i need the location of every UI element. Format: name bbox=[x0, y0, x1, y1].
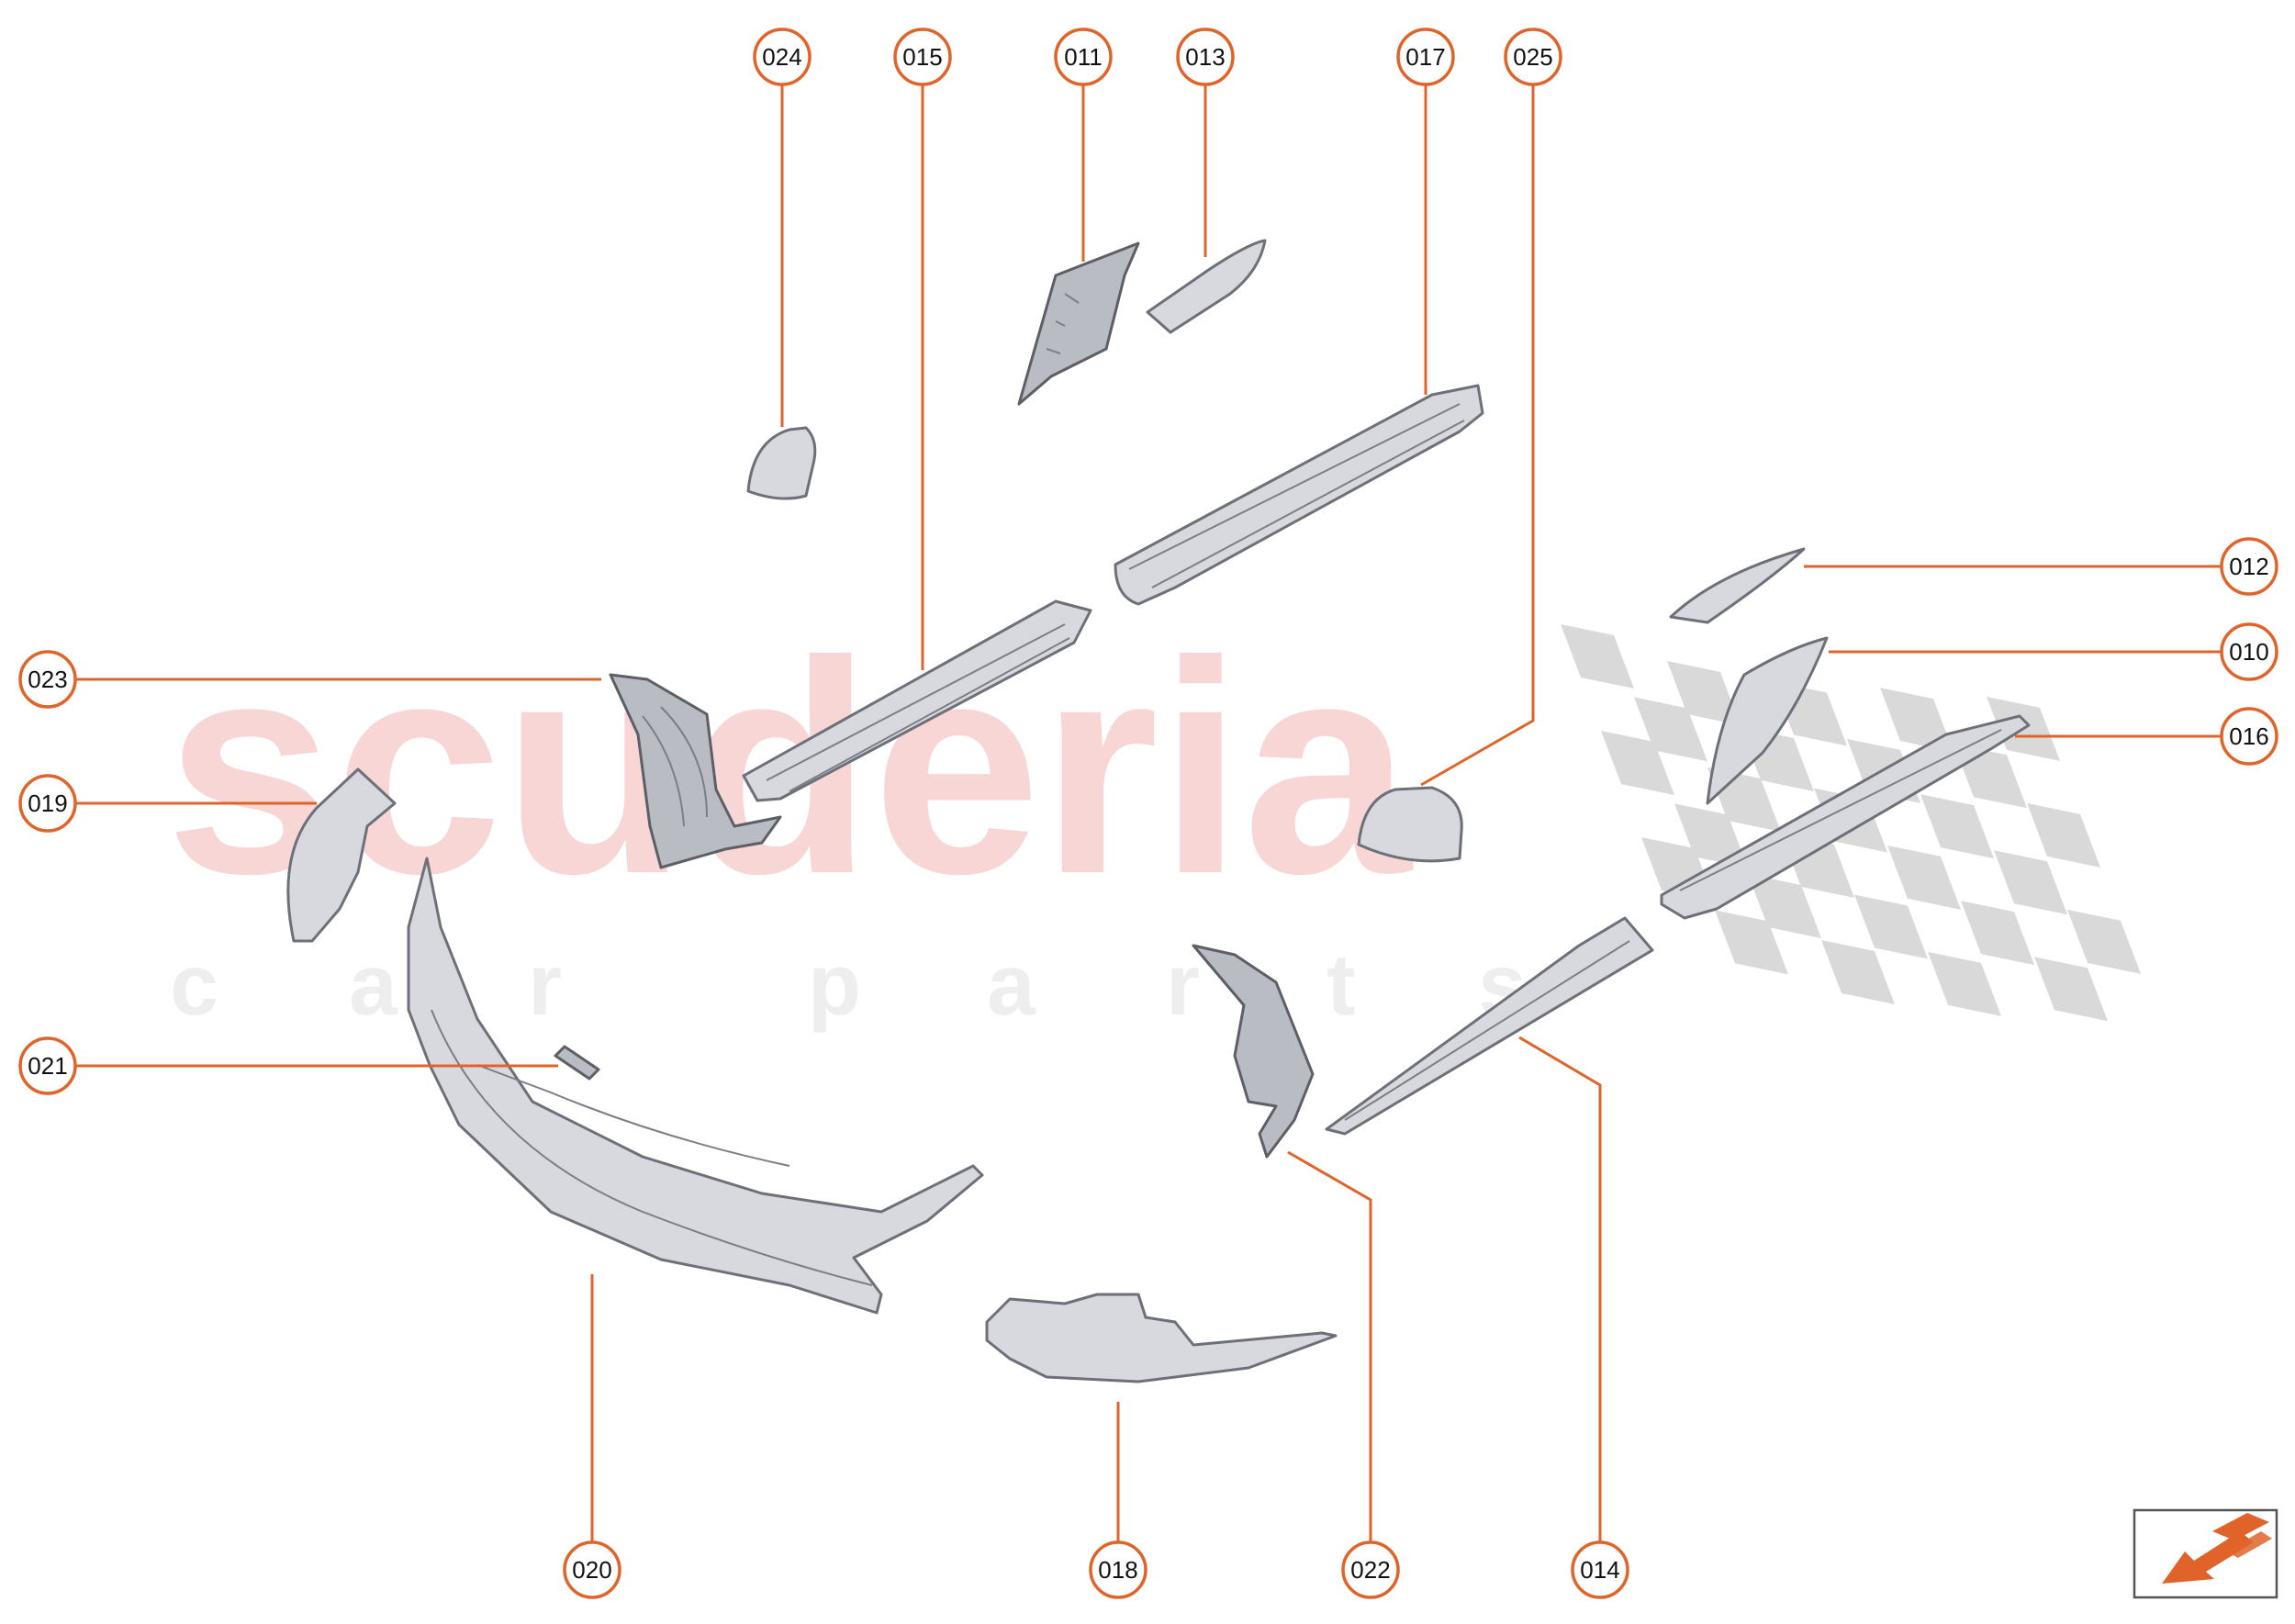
watermark-letter: t bbox=[1327, 936, 1356, 1034]
checker-square bbox=[1561, 624, 1634, 689]
callout-022[interactable]: 022 bbox=[1341, 1540, 1400, 1599]
callout-label: 023 bbox=[28, 666, 67, 693]
callout-label: 010 bbox=[2229, 638, 2268, 666]
leader-014 bbox=[1518, 1036, 1602, 1550]
part-020-front-bumper bbox=[407, 857, 984, 1315]
watermark-tagline: c a r p a r t s bbox=[170, 936, 1527, 1034]
watermark-letter: r bbox=[528, 936, 562, 1034]
callout-013[interactable]: 013 bbox=[1176, 28, 1235, 86]
callout-label: 022 bbox=[1350, 1556, 1390, 1584]
watermark-letter: r bbox=[1166, 936, 1200, 1034]
watermark-letter: a bbox=[349, 936, 398, 1034]
callout-012[interactable]: 012 bbox=[2220, 537, 2278, 596]
checker-square bbox=[2034, 957, 2108, 1022]
checker-square bbox=[1821, 939, 1895, 1004]
leader-025 bbox=[1420, 57, 1535, 787]
callout-015[interactable]: 015 bbox=[893, 28, 952, 86]
callout-014[interactable]: 014 bbox=[1571, 1540, 1629, 1599]
callout-label: 012 bbox=[2229, 553, 2268, 580]
callout-010[interactable]: 010 bbox=[2220, 622, 2278, 681]
callout-017[interactable]: 017 bbox=[1396, 28, 1455, 86]
callouts: 024 015 011 013 017 025 012 010 016 023 … bbox=[18, 28, 2278, 1599]
callout-016[interactable]: 016 bbox=[2220, 707, 2278, 766]
callout-label: 013 bbox=[1185, 43, 1225, 71]
checker-square bbox=[1854, 894, 1928, 959]
part-010-curved-panel bbox=[1706, 636, 1829, 805]
callout-label: 014 bbox=[1580, 1556, 1619, 1584]
callout-023[interactable]: 023 bbox=[18, 650, 77, 709]
part-016-rear-sill bbox=[1660, 714, 2031, 920]
watermark-letter: p bbox=[808, 936, 861, 1034]
watermark-letter: c bbox=[170, 936, 218, 1034]
checker-square bbox=[2067, 909, 2141, 974]
checker-square bbox=[1715, 910, 1788, 975]
callout-label: 020 bbox=[572, 1556, 611, 1584]
callout-021[interactable]: 021 bbox=[18, 1036, 77, 1095]
callout-label: 017 bbox=[1405, 43, 1445, 71]
part-019-arch-trim bbox=[286, 767, 397, 943]
checker-square bbox=[1887, 845, 1961, 910]
leader-lines bbox=[75, 57, 2222, 1550]
checker-square bbox=[1920, 794, 1994, 859]
checker-square bbox=[1928, 951, 2001, 1016]
callout-label: 016 bbox=[2229, 722, 2268, 750]
callout-024[interactable]: 024 bbox=[753, 28, 812, 86]
callout-label: 011 bbox=[1064, 43, 1102, 71]
callout-018[interactable]: 018 bbox=[1089, 1540, 1148, 1599]
part-024-mirror-cap bbox=[746, 426, 817, 500]
part-011-triangle-panel bbox=[1017, 241, 1140, 406]
checker-square bbox=[1994, 850, 2067, 915]
checker-square bbox=[1601, 731, 1674, 795]
callout-label: 018 bbox=[1098, 1556, 1137, 1584]
callout-label: 019 bbox=[28, 790, 67, 817]
part-022-air-duct bbox=[1192, 944, 1315, 1159]
leader-022 bbox=[1287, 1150, 1372, 1550]
callout-label: 024 bbox=[762, 43, 801, 71]
callout-020[interactable]: 020 bbox=[563, 1540, 621, 1599]
callout-025[interactable]: 025 bbox=[1504, 28, 1562, 86]
part-021-clip bbox=[554, 1045, 600, 1081]
parts bbox=[286, 239, 2031, 1383]
part-025-mirror-cap bbox=[1357, 786, 1463, 863]
part-013-trim-strip bbox=[1146, 239, 1267, 334]
callout-019[interactable]: 019 bbox=[18, 774, 77, 833]
part-023-pillar-panel bbox=[609, 673, 782, 869]
part-018-front-splitter bbox=[985, 1293, 1338, 1383]
checker-square bbox=[1880, 688, 1954, 753]
callout-011[interactable]: 011 bbox=[1054, 28, 1113, 86]
part-017-sill-cover bbox=[1114, 384, 1484, 606]
checker-square bbox=[1961, 901, 2034, 966]
callout-label: 015 bbox=[902, 43, 942, 71]
checker-square bbox=[2027, 802, 2100, 868]
part-012-trim-strip bbox=[1669, 547, 1806, 624]
view-orientation-arrow-icon[interactable] bbox=[2133, 1508, 2278, 1599]
watermark-letter: a bbox=[987, 936, 1036, 1034]
callout-label: 021 bbox=[28, 1052, 67, 1080]
callout-label: 025 bbox=[1513, 43, 1552, 71]
